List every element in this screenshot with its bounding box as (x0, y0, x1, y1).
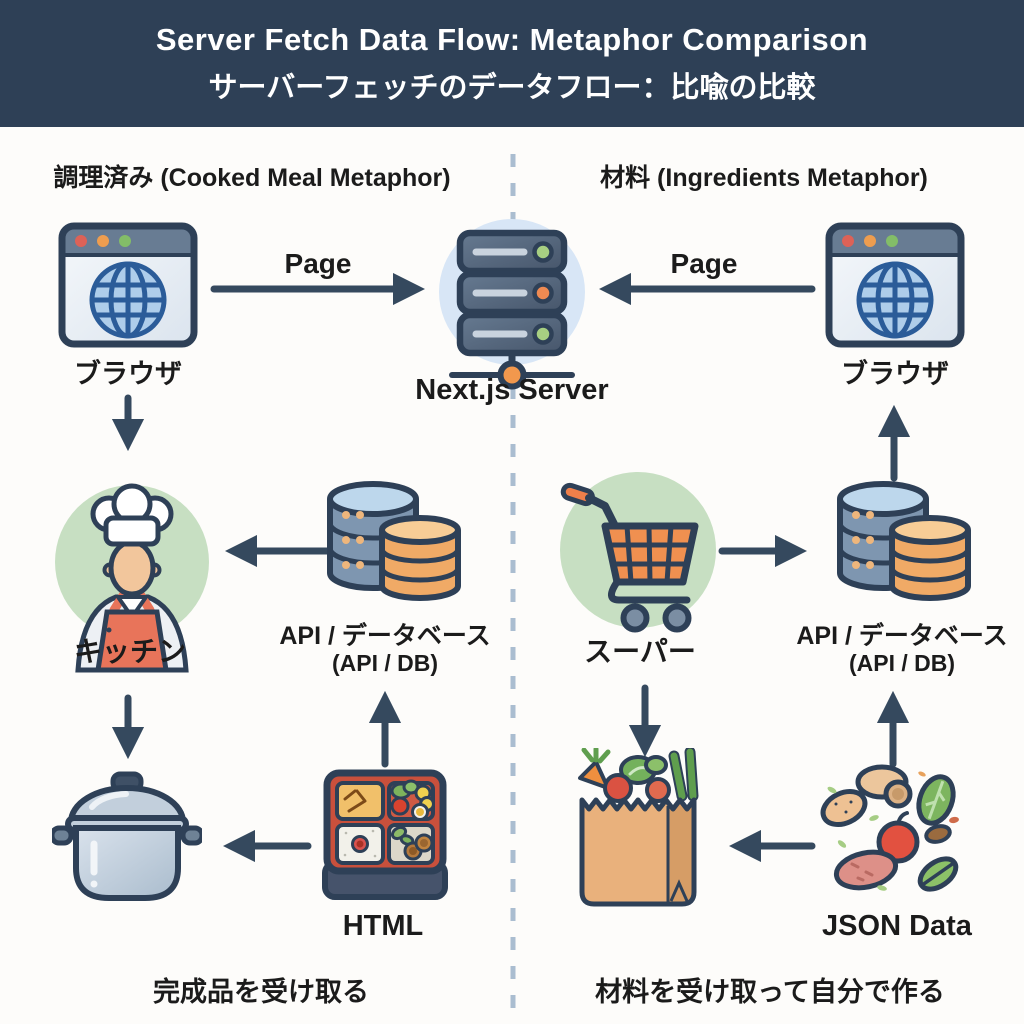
database-icon (325, 478, 461, 606)
server-label: Next.js Server (415, 374, 609, 406)
page-subtitle: サーバーフェッチのデータフロー：比喩の比較 (208, 71, 816, 104)
supermarket-label: スーパー (584, 636, 696, 667)
header: Server Fetch Data Flow: Metaphor Compari… (0, 0, 1024, 127)
right-column-heading: 材料 (Ingredients Metaphor) (600, 164, 928, 192)
browser-icon (824, 221, 966, 349)
server-icon (432, 215, 592, 390)
left-caption: 完成品を受け取る (153, 977, 369, 1007)
browser-label-left: ブラウザ (74, 359, 182, 389)
api-sublabel-left: (API / DB) (331, 650, 439, 676)
ingredients-icon (818, 758, 968, 908)
chef-icon (52, 480, 212, 675)
shopping-cart-icon (553, 468, 723, 643)
cooking-pot-icon (52, 770, 202, 905)
database-icon (835, 478, 971, 606)
api-label-left: API / データベース (279, 622, 491, 650)
api-sublabel-right: (API / DB) (848, 650, 956, 676)
grocery-bag-icon (566, 748, 716, 918)
left-column-heading: 調理済み (Cooked Meal Metaphor) (53, 164, 451, 192)
html-label: HTML (342, 910, 424, 942)
api-label-right: API / データベース (796, 622, 1008, 650)
browser-label-right: ブラウザ (841, 359, 949, 389)
right-caption: 材料を受け取って自分で作る (595, 977, 945, 1007)
kitchen-label: キッチン (73, 636, 187, 667)
json-label: JSON Data (822, 910, 972, 942)
page-arrow-label-right: Page (670, 248, 738, 279)
page-title: Server Fetch Data Flow: Metaphor Compari… (155, 21, 869, 57)
page-arrow-label-left: Page (284, 248, 352, 279)
browser-icon (57, 221, 199, 349)
bento-box-icon (315, 765, 455, 905)
